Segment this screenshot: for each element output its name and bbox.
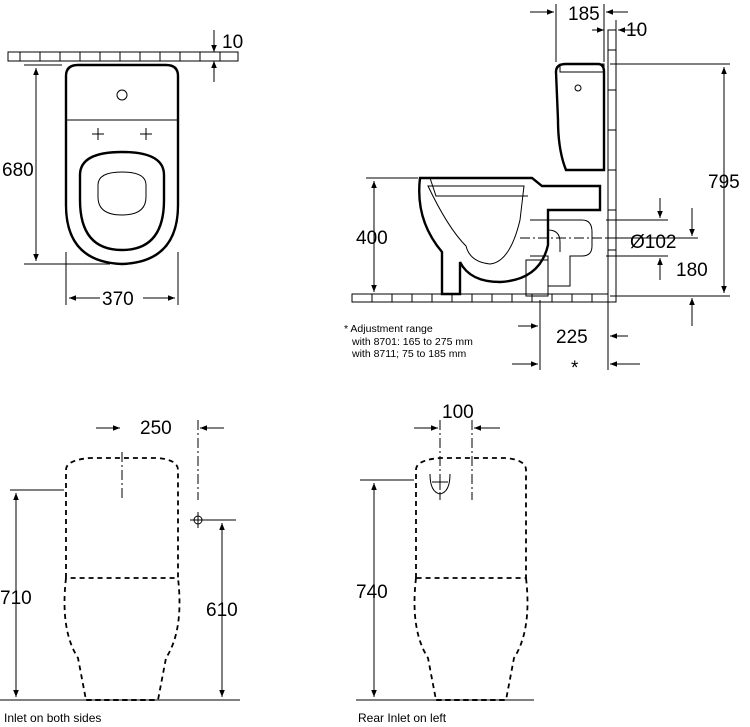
- side-view-wall: [607, 29, 617, 303]
- side-wall-gap-label: 10: [626, 20, 647, 41]
- flush-button-icon: [116, 89, 128, 101]
- side-view-cistern: [554, 62, 606, 172]
- side-cistern-depth-label: 185: [568, 4, 600, 25]
- top-view: 10 680 370: [2, 30, 243, 310]
- front-right-height-label: 740: [356, 582, 388, 603]
- side-outlet-diameter-label: Ø102: [630, 232, 676, 253]
- front-left-inlet-height-label: 610: [206, 600, 238, 621]
- side-flush-button-icon: [574, 84, 582, 92]
- adjustment-note-line1: with 8701: 165 to 275 mm: [351, 336, 473, 348]
- side-outlet-distance-label: 225: [556, 327, 588, 348]
- side-view-bowl-inner: [427, 185, 525, 265]
- top-view-opening: [97, 171, 147, 216]
- top-wall-depth-label: 10: [222, 32, 243, 53]
- front-left-inlet-offset-label: 250: [140, 418, 172, 439]
- top-view-bowl: [64, 120, 180, 266]
- side-view: 185 10 795 400 Ø102 180 225 * * Adjust: [344, 4, 740, 379]
- top-view-wall: [7, 51, 239, 62]
- side-asterisk-label: *: [571, 358, 579, 379]
- side-view-bowl: [418, 176, 602, 296]
- front-right-inlet-offset-label: 100: [442, 402, 474, 423]
- front-right-caption: Rear Inlet on left: [358, 711, 447, 725]
- side-seat-height-label: 400: [356, 228, 388, 249]
- side-total-height-label: 795: [708, 172, 740, 193]
- front-view-right: 100 740 Rear Inlet on left: [356, 402, 534, 725]
- side-outlet-height-label: 180: [676, 260, 708, 281]
- adjustment-note-line2: with 8711; 75 to 185 mm: [351, 348, 466, 360]
- front-view-left: 250 710 610 Inlet on both sides: [0, 418, 240, 725]
- front-left-cistern: [65, 457, 179, 579]
- top-length-label: 680: [2, 160, 34, 181]
- front-right-bowl: [413, 577, 529, 701]
- front-left-bowl: [63, 577, 181, 701]
- top-view-cistern: [64, 63, 180, 120]
- side-view-outlet-pipe: [530, 219, 593, 287]
- adjustment-note-title: * Adjustment range: [344, 323, 433, 335]
- top-width-label: 370: [102, 289, 134, 310]
- front-left-height-label: 710: [0, 588, 32, 609]
- front-left-caption: Inlet on both sides: [4, 711, 101, 725]
- inlet-mark-icon: [190, 512, 206, 528]
- side-view-floor: [351, 293, 615, 303]
- rear-inlet-icon: [429, 473, 451, 495]
- front-right-cistern: [415, 457, 527, 579]
- top-view-seat: [78, 150, 166, 252]
- fixing-mark-icon: [92, 128, 152, 140]
